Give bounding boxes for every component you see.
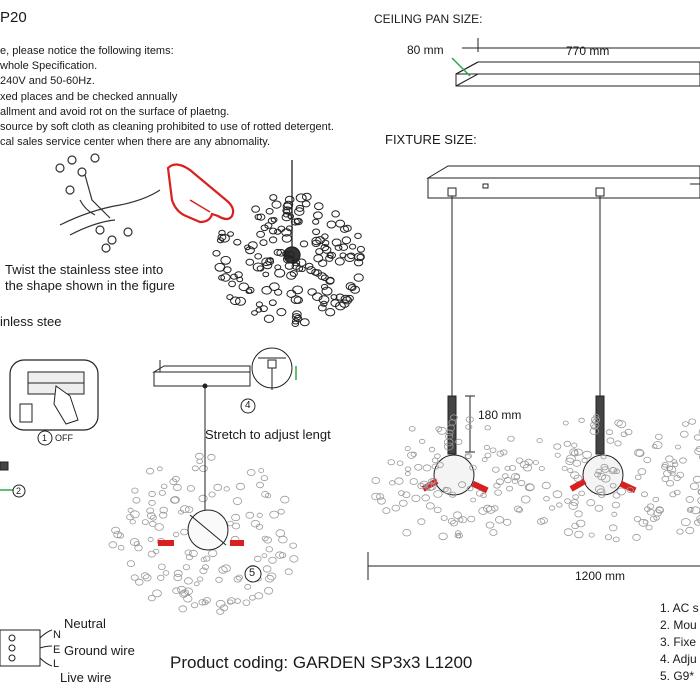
wire-letter-n: N	[53, 629, 61, 641]
terminal-block-icon	[0, 461, 53, 667]
twist-instruction-line1: Twist the stainless stee into	[5, 262, 164, 277]
parts-list-item: 1. AC s	[660, 601, 699, 615]
fixture-total-length: 1200 mm	[575, 569, 626, 583]
leaf-clusters	[108, 414, 700, 615]
ceiling-pan-height: 80 mm	[407, 43, 444, 57]
parts-list-item: 4. Adju	[660, 652, 697, 666]
step-circles	[12, 398, 262, 583]
switch-step-number: 1	[42, 433, 48, 443]
twist-illustration	[55, 153, 161, 253]
parts-list-item: 3. Fixe	[660, 635, 697, 649]
wire-step-number: 2	[16, 486, 22, 496]
stretch-drawing	[152, 347, 297, 551]
notice-line: cal sales service center when there are …	[0, 136, 271, 148]
switch-off-label: OFF	[55, 433, 73, 443]
wire-letter-e: E	[53, 644, 61, 656]
fixture-step-number: 5	[249, 567, 256, 579]
notice-line: 240V and 50-60Hz.	[0, 75, 95, 87]
notice-line: source by soft cloth as cleaning prohibi…	[0, 121, 334, 133]
model-fragment: P20	[0, 9, 27, 26]
fixture-size-title: FIXTURE SIZE:	[385, 132, 477, 147]
ceiling-pan-length: 770 mm	[566, 44, 610, 58]
stainless-label: inless stee	[0, 314, 62, 329]
notice-line: whole Specification.	[0, 60, 98, 72]
parts-list-item: 2. Mou	[660, 618, 697, 632]
ceiling-pan-title: CEILING PAN SIZE:	[374, 12, 483, 26]
twist-instruction-line2: the shape shown in the figure	[5, 278, 175, 293]
product-coding: Product coding: GARDEN SP3x3 L1200	[170, 653, 473, 672]
fixture-five-sockets	[158, 540, 244, 546]
switch-panel-drawing	[9, 359, 99, 431]
notice-line: e, please notice the following items:	[0, 45, 174, 57]
parts-list-item: 5. G9*	[660, 669, 695, 683]
stretch-step-number: 4	[245, 400, 251, 411]
fixture-drop-length: 180 mm	[478, 408, 522, 422]
dense-cluster	[212, 192, 365, 327]
ceiling-pan-drawing	[451, 38, 700, 87]
hand-pointer-icon	[166, 163, 235, 224]
wire-letter-l: L	[53, 658, 60, 670]
fixture-drawing	[367, 165, 700, 580]
stretch-label: Stretch to adjust lengt	[205, 427, 331, 442]
wire-live-label: Live wire	[60, 670, 112, 685]
wire-neutral-label: Neutral	[64, 616, 106, 631]
notice-line: xed places and be checked annually	[0, 91, 178, 103]
wire-ground-label: Ground wire	[64, 643, 135, 658]
notice-line: allment and avoid rot on the surface of …	[0, 106, 230, 118]
